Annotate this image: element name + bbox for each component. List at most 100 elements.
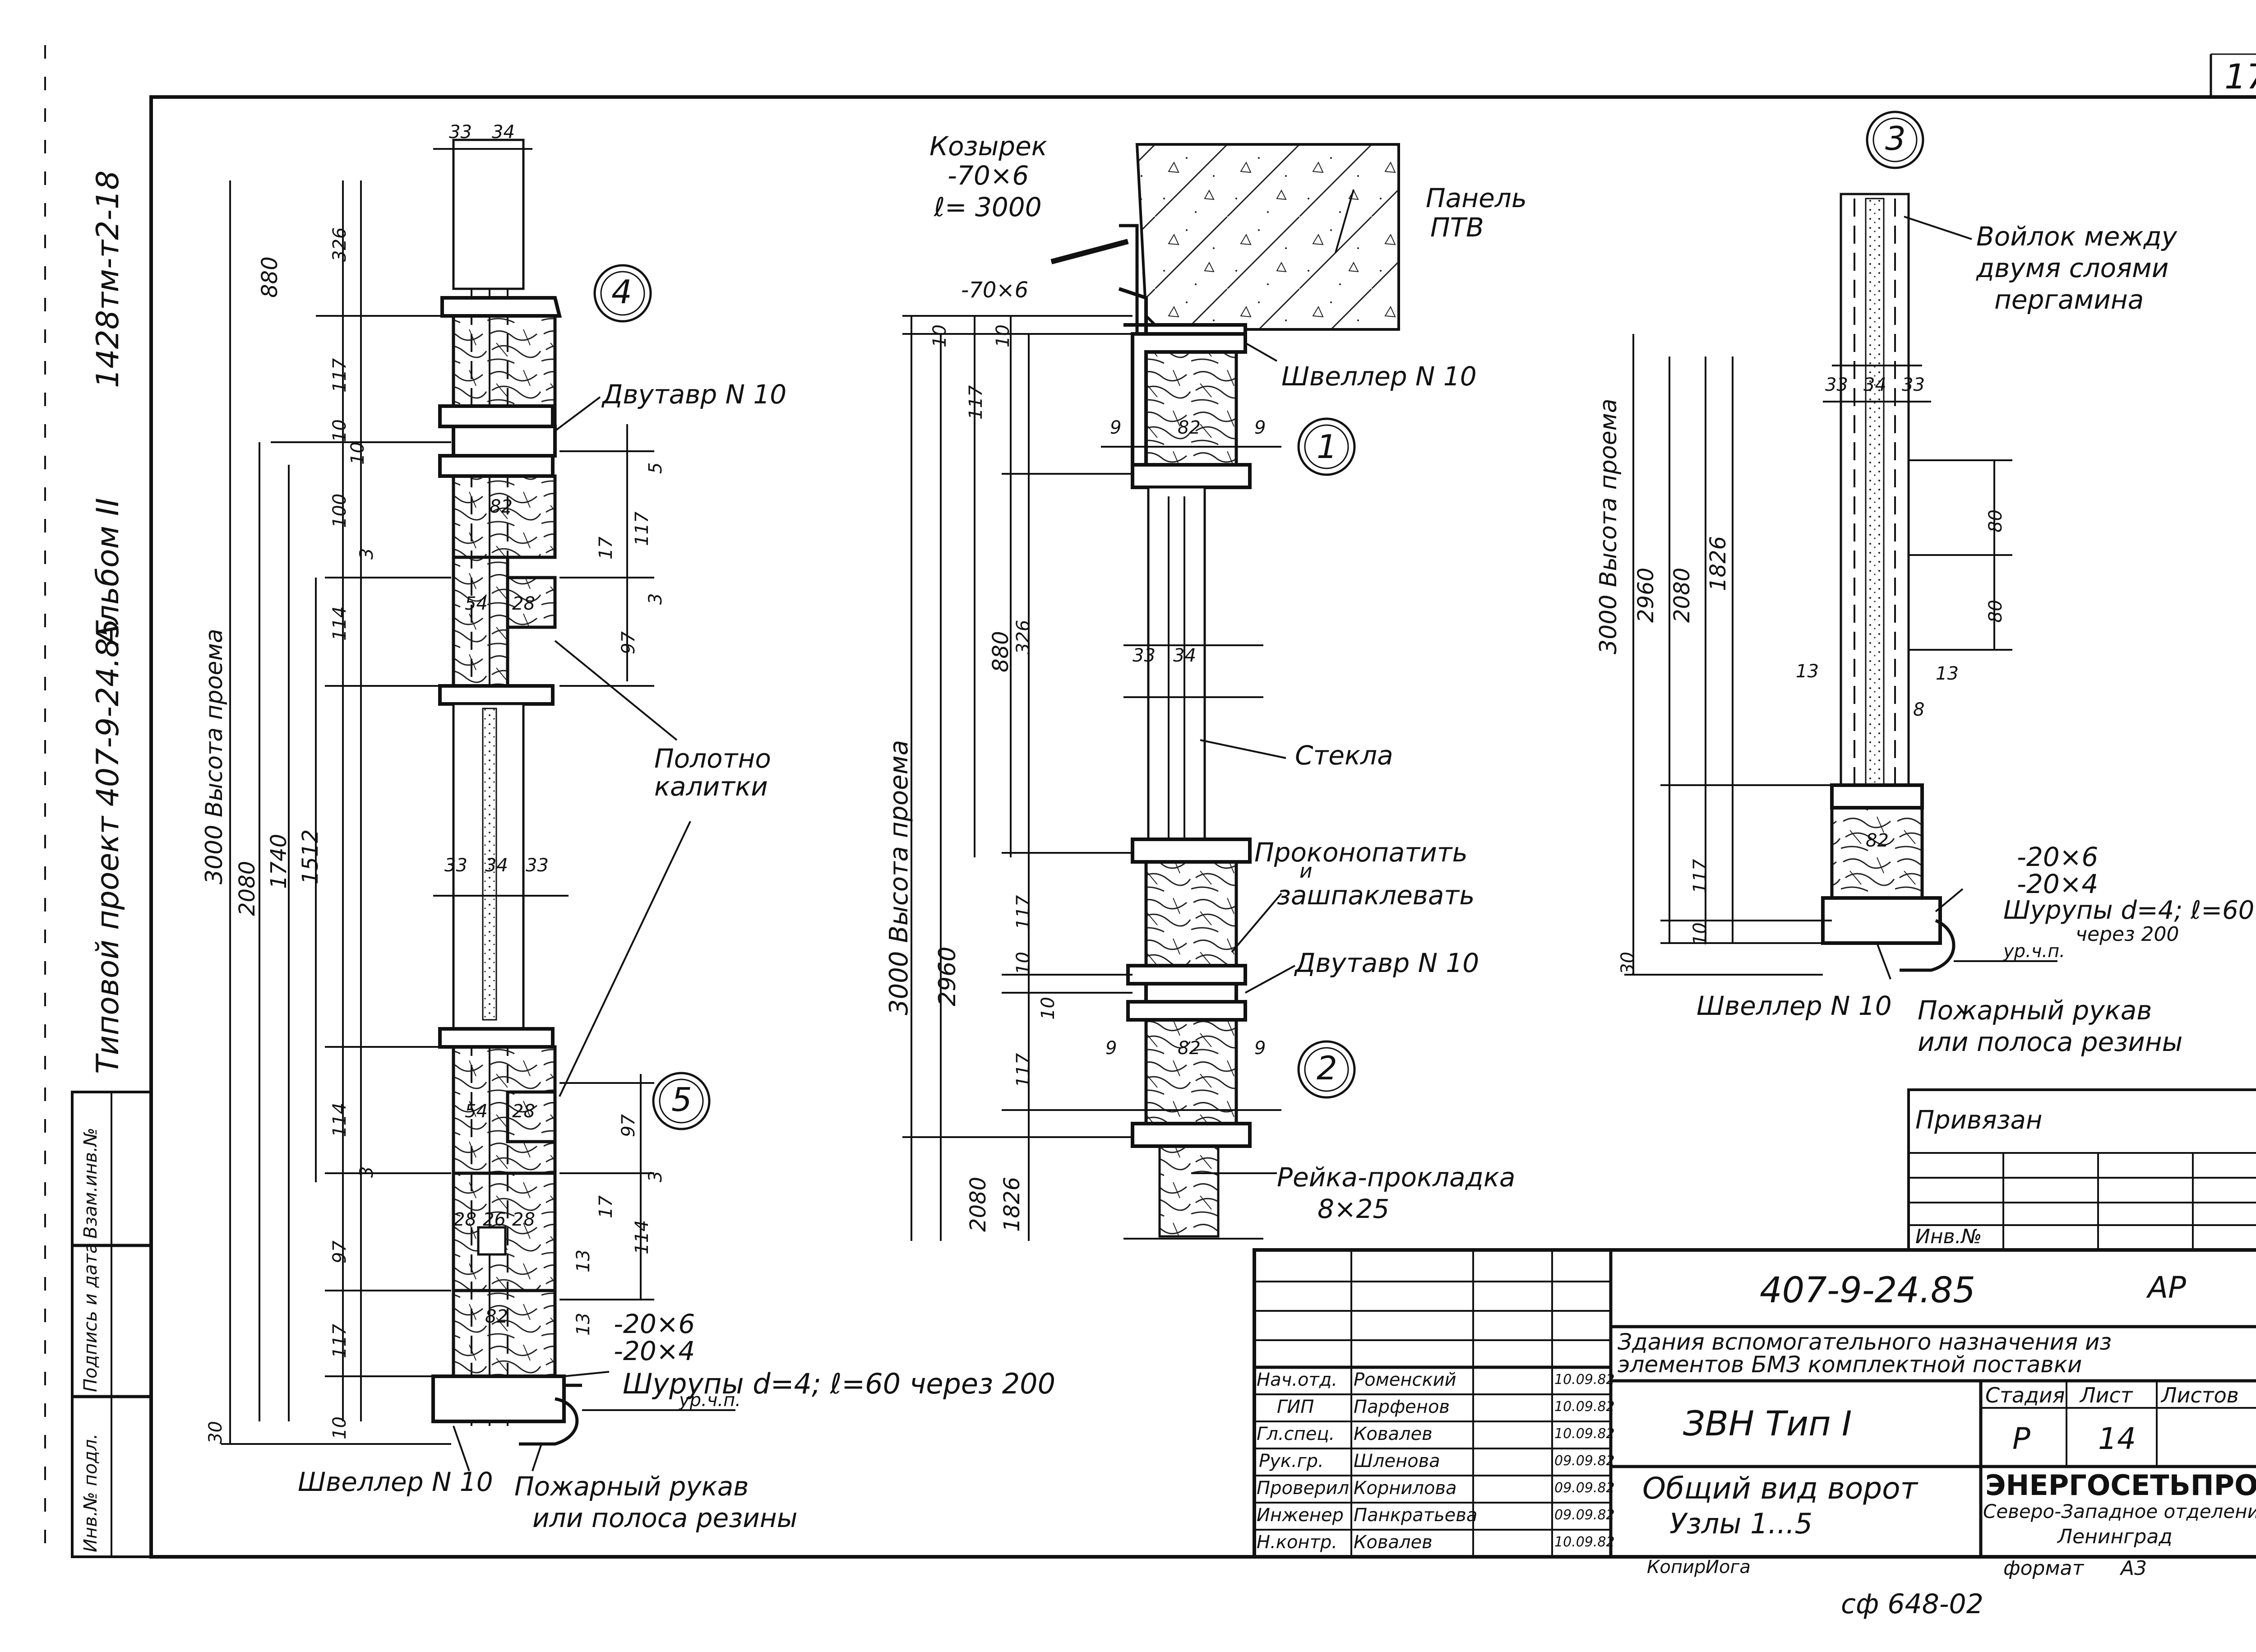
node4-rdim-17: 17 — [596, 537, 616, 560]
node4-dim-10a: 10 — [329, 419, 350, 442]
node3-dim-8: 8 — [1913, 699, 1925, 720]
node1-channel: Швеллер N 10 — [1281, 361, 1477, 392]
copy-signature: Иога — [1706, 1557, 1751, 1578]
node-4-label: 4 — [611, 273, 632, 311]
staff-name: Шленова — [1354, 1451, 1440, 1472]
title-sheets-label: Листов — [2161, 1383, 2239, 1407]
node1-dim-326: 326 — [1013, 620, 1034, 654]
node5-rdim-114: 114 — [632, 1220, 652, 1254]
node1-dim-9b: 9 — [1254, 417, 1266, 438]
node3-dim-117: 117 — [1690, 859, 1710, 893]
node3-plate-20x6: -20×6 — [2017, 842, 2099, 872]
node3-dim-2960: 2960 — [1633, 567, 1659, 623]
node3-dim-34: 34 — [1863, 375, 1886, 395]
node1-dim-880: 880 — [988, 631, 1013, 672]
node5-rubber-strip: или полоса резины — [532, 1503, 798, 1533]
node4-inner-33a: 33 — [444, 855, 467, 876]
node4-dim-117a: 117 — [329, 358, 350, 393]
node2-dim-9b: 9 — [1254, 1038, 1266, 1059]
node3-floor-level: ур.ч.п. — [2003, 941, 2065, 962]
node2-dim-9a: 9 — [1105, 1038, 1117, 1059]
node1-canopy-length: ℓ= 3000 — [934, 192, 1042, 222]
node-2-label: 2 — [1317, 1049, 1337, 1087]
node1-dim-82: 82 — [1178, 417, 1201, 438]
node1-canopy: Козырек — [929, 131, 1047, 162]
staff-date: 09.09.82 — [1554, 1453, 1615, 1469]
bottom-code: сф 648-02 — [1841, 1588, 1983, 1620]
node5-inner-28c: 28 — [512, 1209, 535, 1230]
node3-felt-2: двумя слоями — [1976, 253, 2169, 283]
node5-inner-26: 26 — [483, 1209, 506, 1230]
node5-rdim-97: 97 — [618, 1114, 639, 1137]
title-mark: АР — [2148, 1270, 2186, 1305]
node5-inner-28b: 28 — [453, 1209, 476, 1230]
node5-rdim-17: 17 — [596, 1195, 616, 1218]
node3-dim-2080: 2080 — [1669, 567, 1695, 623]
title-stage-label: Стадия — [1985, 1383, 2065, 1407]
privyazan-inv: Инв.№ — [1915, 1225, 1982, 1248]
node2-dim-10b: 10 — [1038, 997, 1059, 1020]
node4-dim-114b: 114 — [329, 1102, 350, 1137]
node3-dim-30: 30 — [1618, 952, 1638, 975]
node4-rdim-3: 3 — [645, 593, 666, 605]
node5-inner-82: 82 — [485, 1306, 508, 1327]
node5-plate-20x4: -20×4 — [614, 1336, 695, 1366]
node5-inner-54: 54 — [465, 1101, 488, 1122]
node3-screws-step: через 200 — [2076, 923, 2179, 946]
staff-role: Н.контр. — [1257, 1532, 1337, 1553]
node2-dim-10a: 10 — [1013, 952, 1034, 975]
node2-height-label: 3000 Высота проема — [884, 740, 914, 1015]
node5-floor-level: ур.ч.п. — [679, 1390, 741, 1411]
staff-date: 10.09.82 — [1554, 1372, 1615, 1388]
node4-dim-114a: 114 — [329, 606, 350, 641]
title-block-grid — [1253, 1248, 2256, 1559]
node3-plate-20x4: -20×4 — [2017, 869, 2099, 899]
node4-inner-28: 28 — [512, 593, 535, 614]
node3-fire-hose: Пожарный рукав — [1918, 995, 2152, 1026]
staff-name: Корнилова — [1354, 1478, 1457, 1499]
node-1-label: 1 — [1317, 428, 1337, 466]
node4-dim-1740: 1740 — [266, 833, 291, 889]
node5-rdim-13a: 13 — [573, 1249, 594, 1273]
staff-role: Гл.спец. — [1257, 1424, 1335, 1444]
node3-rubber-strip: или полоса резины — [1918, 1027, 2183, 1057]
node4-height-label: 3000 Высота проема — [201, 629, 228, 884]
node2-dim-1826: 1826 — [999, 1176, 1025, 1232]
node-1-2-dimensions — [902, 189, 1356, 1241]
copy-note: Копир. — [1647, 1557, 1712, 1578]
node2-spacer: Рейка-прокладка — [1277, 1162, 1516, 1193]
node1-dim-10b: 10 — [993, 324, 1013, 347]
node1-ptv: ПТВ — [1430, 212, 1484, 243]
title-stage: Р — [2012, 1421, 2030, 1456]
title-building: ЗВН Тип I — [1683, 1403, 1852, 1444]
node4-dim-97: 97 — [329, 1240, 350, 1263]
node3-channel: Швеллер N 10 — [1697, 990, 1892, 1021]
node4-top-dim-2: 34 — [492, 122, 515, 143]
title-org-city: Ленинград — [2057, 1525, 2173, 1548]
node1-dim-34: 34 — [1173, 645, 1196, 666]
sheet-frame — [44, 45, 2256, 1559]
sheet-number: 17 — [2224, 56, 2256, 97]
node1-dim-10a: 10 — [929, 324, 950, 347]
node2-dim-2080: 2080 — [966, 1176, 991, 1232]
stamp-replace-inv: Взам.инв.№ — [80, 1127, 101, 1239]
staff-date: 09.09.82 — [1554, 1480, 1615, 1496]
node2-dim-117a: 117 — [1013, 895, 1034, 930]
staff-role: Проверил — [1257, 1478, 1350, 1499]
staff-date: 10.09.82 — [1554, 1534, 1615, 1550]
node2-and: и — [1299, 860, 1313, 883]
side-code: 1428тм-т2-18 — [90, 170, 126, 388]
title-description-2: элементов БМЗ комплектной поставки — [1618, 1351, 2082, 1378]
node4-inner-34: 34 — [485, 855, 508, 876]
node3-dim-80b: 80 — [1985, 600, 2006, 623]
title-description-1: Здания вспомогательного назначения из — [1618, 1329, 2112, 1355]
stamp-orig-inv: Инв.№ подл. — [80, 1433, 101, 1552]
side-project: Типовой проект 407-9-24.85 — [90, 618, 126, 1074]
node3-felt: Войлок между — [1976, 221, 2177, 252]
node-1-2-section — [1050, 143, 1400, 1240]
staff-name: Ковалев — [1354, 1532, 1433, 1553]
stamp-signature-date: Подпись и дата — [80, 1242, 101, 1392]
node4-rdim-5: 5 — [645, 462, 666, 474]
node4-dim-117b: 117 — [329, 1323, 350, 1358]
node2-dim-82: 82 — [1178, 1038, 1201, 1059]
